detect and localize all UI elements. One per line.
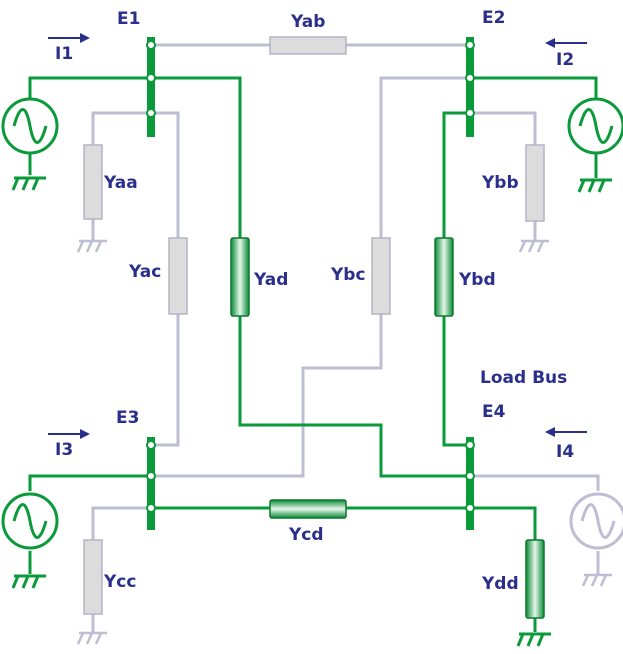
wire-g4-top [470,474,600,491]
label-ybb: Ybb [482,173,519,193]
admittance-yad [230,237,250,317]
wire-g3-top [28,474,151,491]
current-label-i2: I2 [556,50,575,70]
admittance-yaa [83,144,103,220]
bus-e2 [466,37,474,137]
generator-g1 [1,97,59,155]
arrow-right-icon [48,33,90,43]
node-e2-1 [465,40,475,50]
node-e3-2 [146,471,156,481]
wire-yaa-top [91,111,151,145]
node-e1-3 [146,108,156,118]
sine-icon [580,503,616,539]
ground-icon [518,239,549,253]
label-ycd: Ycd [289,525,324,545]
wire-ybc-bottom [151,314,383,478]
wire-ybb-top [470,111,537,145]
wire-ybc-top [379,76,470,238]
wire-yac-top [151,111,180,238]
label-ybd: Ybd [459,270,496,290]
label-ycc: Ycc [104,572,137,592]
ground-icon [577,178,612,193]
ground-symbols-active [11,176,612,647]
wire-ybd-bottom [442,316,470,447]
active-wires [28,76,598,632]
ground-icon [11,176,46,191]
node-e4-3 [465,503,475,513]
ground-icon [76,631,107,645]
bus-nodes [146,40,475,513]
buses [147,37,474,530]
sine-icon [12,503,48,539]
label-yaa: Yaa [104,173,138,193]
bus-label-e1: E1 [117,9,141,29]
node-e1-2 [146,73,156,83]
node-e4-1 [465,440,475,450]
inactive-admittances [83,36,545,615]
current-arrows [48,33,587,439]
arrow-left-icon [545,427,587,437]
label-yac: Yac [129,262,162,282]
wire-g2-top [470,76,598,98]
admittance-ybc [371,237,391,315]
admittance-ydd [525,539,545,619]
label-yad: Yad [254,270,289,290]
node-e3-1 [146,440,156,450]
ground-icon [76,239,107,253]
bus-label-e2: E2 [482,8,506,28]
admittance-ycd [269,499,347,519]
load-bus-label: Load Bus [480,368,568,388]
bus-label-e3: E3 [116,408,140,428]
admittance-ybb [525,144,545,222]
generator-g4 [569,492,623,550]
ground-symbols-inactive [76,239,612,645]
bus-e4 [466,437,474,530]
sine-icon [578,108,614,144]
admittance-ycc [83,539,103,615]
generator-g3 [1,492,59,550]
node-e3-3 [146,503,156,513]
bus-e1 [147,37,155,137]
bus-label-e4: E4 [482,402,506,422]
wire-ydd-top [470,506,537,540]
current-label-i3: I3 [55,440,74,460]
admittance-yac [168,237,188,315]
node-e4-2 [465,471,475,481]
wire-ycc-top [91,506,151,540]
ground-icon [11,574,46,589]
admittance-ybd [434,237,454,317]
arrow-right-icon [48,429,90,439]
wire-ybd-top [442,111,470,238]
inactive-wires [91,43,600,632]
arrow-left-icon [545,38,587,48]
wire-yad-top [151,76,242,238]
wire-g1-top [28,76,151,98]
node-e2-3 [465,108,475,118]
active-admittances [230,237,545,619]
node-e1-1 [146,40,156,50]
current-label-i4: I4 [556,442,575,462]
current-label-i1: I1 [55,44,74,64]
generator-g2 [567,97,623,155]
label-ybc: Ybc [331,265,366,285]
sine-icon [12,108,48,144]
bus-e3 [147,437,155,530]
ground-icon [516,632,551,647]
label-yab: Yab [291,12,326,32]
admittance-yab [269,36,347,55]
wire-yac-bottom [151,314,180,447]
ground-icon [581,573,612,587]
label-ydd: Ydd [482,574,519,594]
wire-yad-bottom [238,316,470,478]
node-e2-2 [465,73,475,83]
